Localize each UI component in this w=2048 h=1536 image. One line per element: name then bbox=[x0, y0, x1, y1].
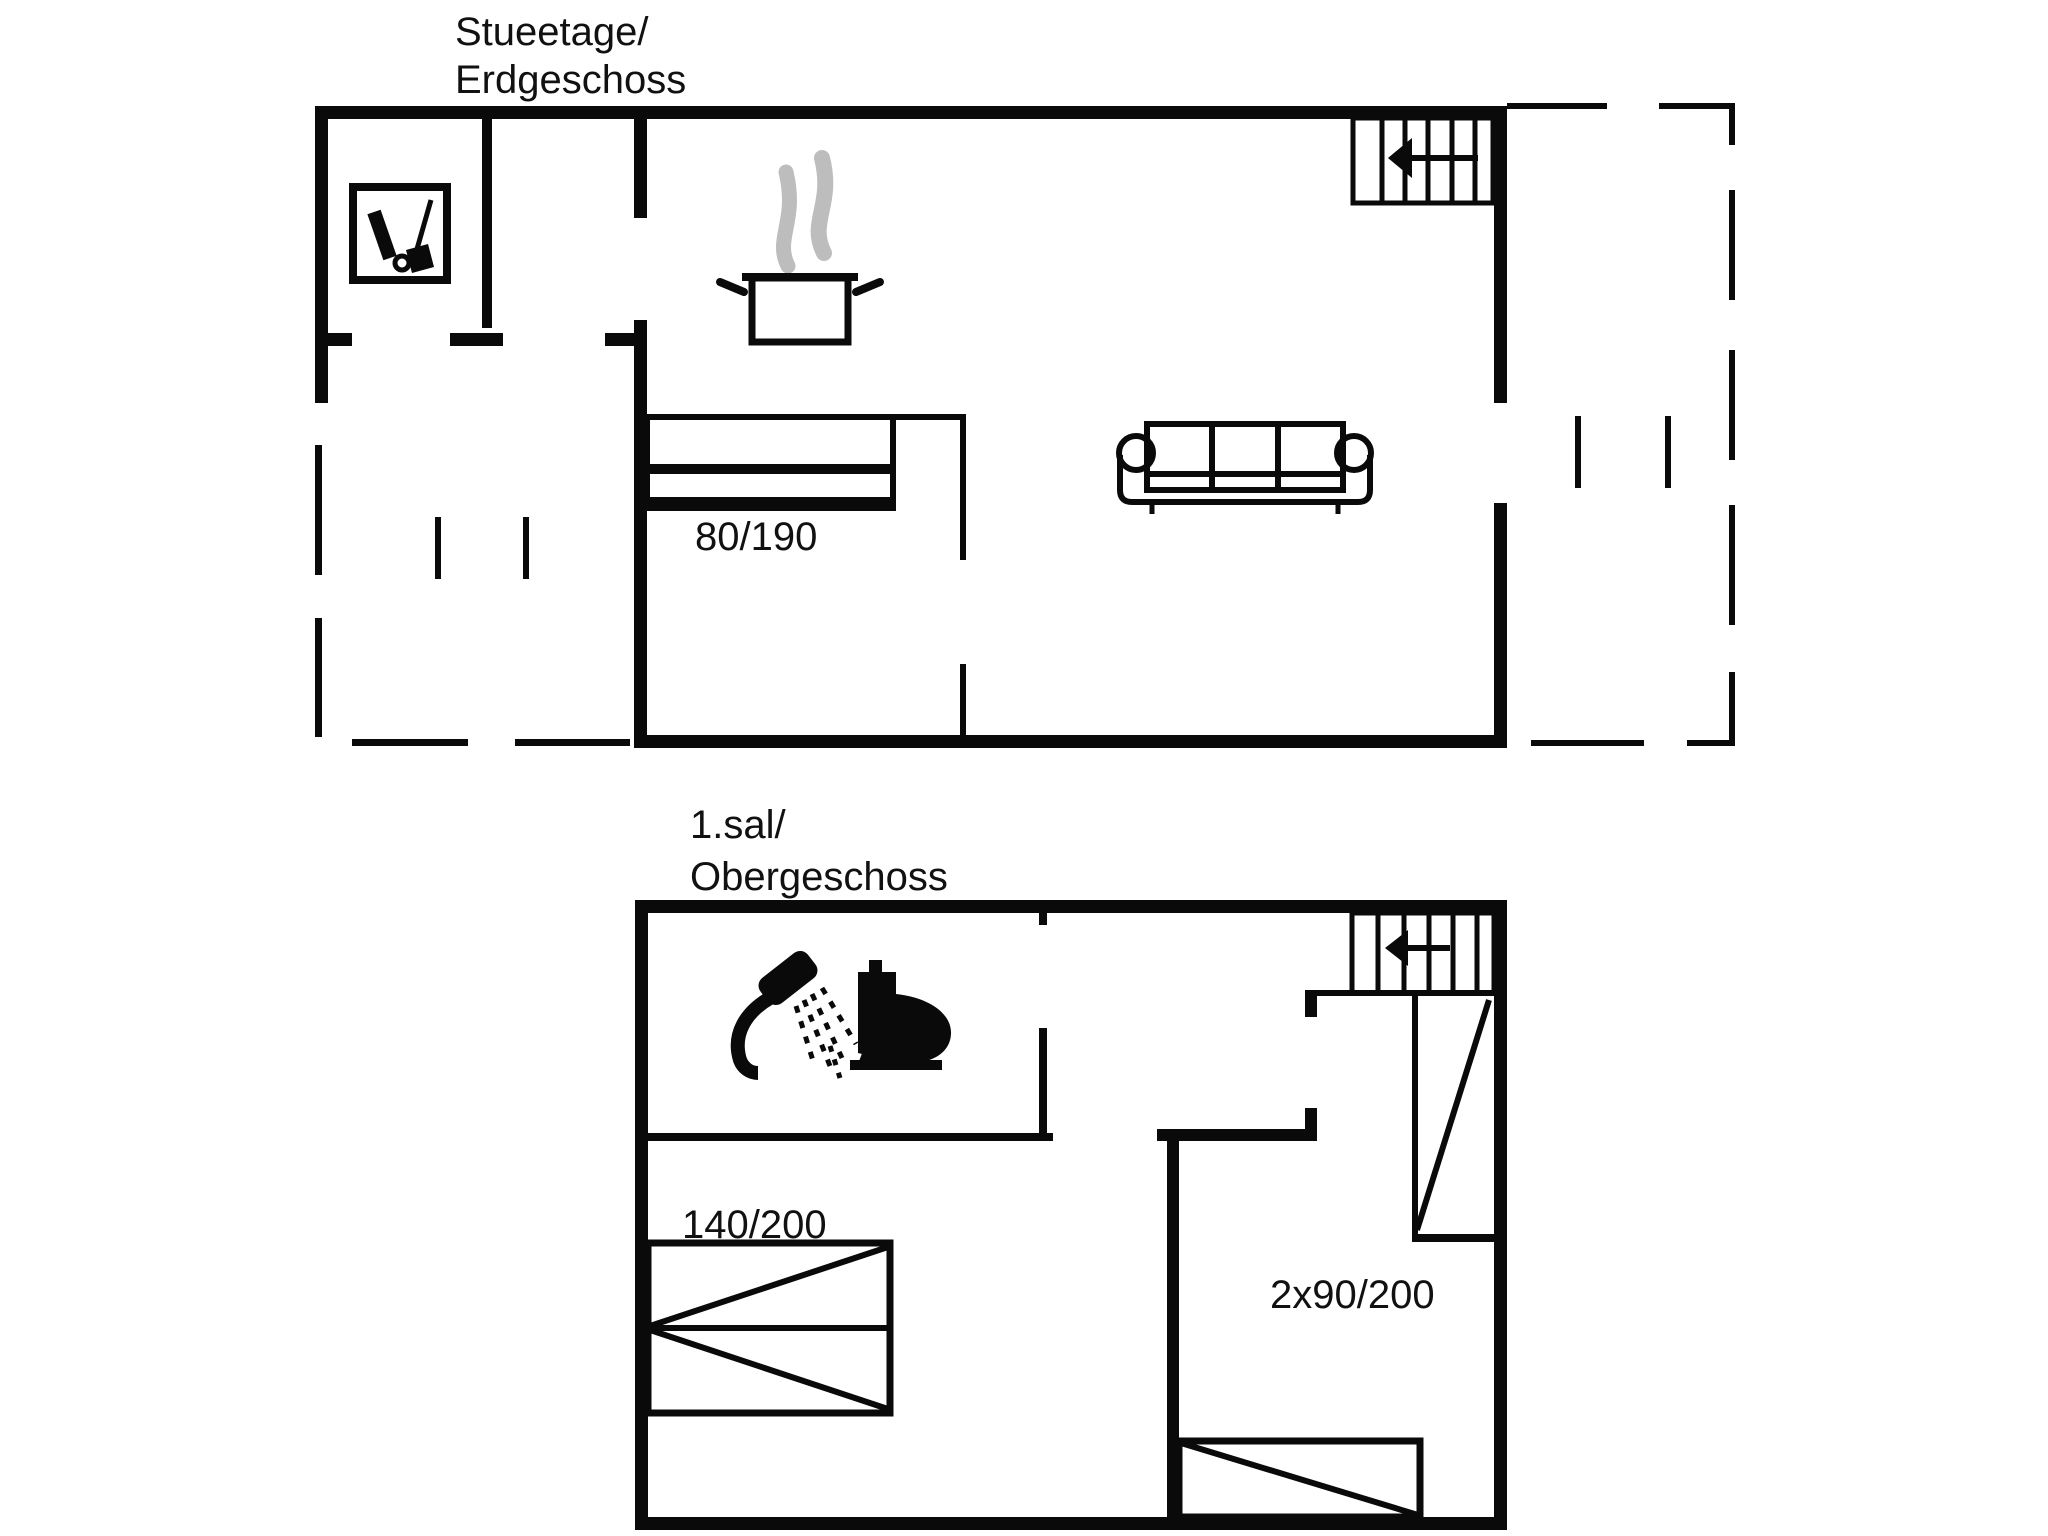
double-bed-140x200: 140/200 bbox=[644, 1203, 894, 1417]
sofa-icon bbox=[1116, 421, 1374, 514]
twin-beds-2x90x200: 2x90/200 bbox=[1175, 1273, 1435, 1521]
ground-floor-plan: Stueetage/ Erdgeschoss bbox=[315, 10, 1735, 748]
ground-floor-dashed-walls bbox=[315, 103, 1735, 746]
ground-floor-walls bbox=[315, 106, 1507, 748]
bed-80x190-label: 80/190 bbox=[695, 515, 817, 559]
first-floor-label-line1: 1.sal/ bbox=[690, 803, 786, 847]
first-floor-walls bbox=[635, 900, 1507, 1530]
ground-floor-label-line2: Erdgeschoss bbox=[455, 58, 686, 102]
first-floor-plan: 1.sal/ Obergeschoss bbox=[635, 803, 1507, 1530]
toilet-icon bbox=[850, 960, 952, 1070]
beds-2x90x200-label: 2x90/200 bbox=[1270, 1273, 1435, 1317]
steam-icon bbox=[776, 150, 834, 274]
stairs-down-icon bbox=[1349, 910, 1497, 996]
cleaning-closet-icon bbox=[349, 183, 451, 284]
shower-icon bbox=[730, 950, 859, 1080]
stairs-down-icon bbox=[1350, 115, 1496, 206]
first-floor-label-line2: Obergeschoss bbox=[690, 855, 948, 899]
ground-floor-label-line1: Stueetage/ bbox=[455, 10, 649, 54]
cooking-pot-icon bbox=[716, 150, 884, 346]
single-bed-80x190: 80/190 bbox=[644, 414, 896, 559]
